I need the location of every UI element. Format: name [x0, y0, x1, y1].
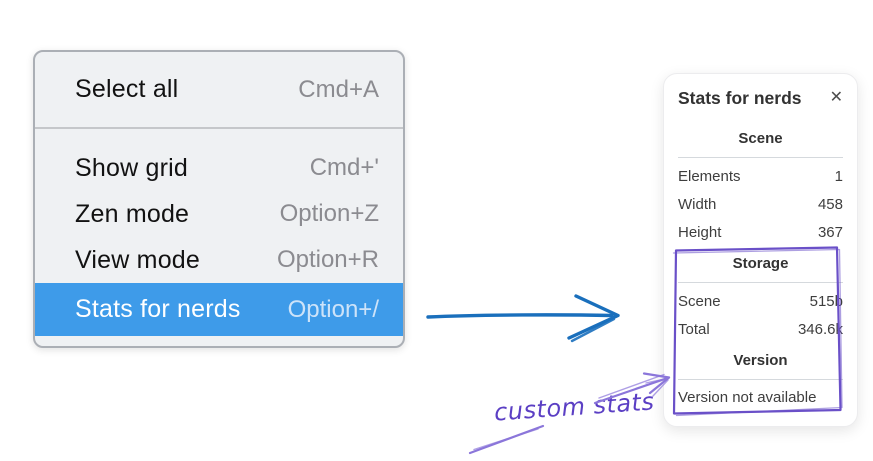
menu-item-shortcut: Option+R — [276, 246, 379, 273]
menu-item-shortcut: Cmd+A — [298, 75, 379, 103]
stat-value: 346.6k — [797, 320, 843, 338]
stats-panel-header: Stats for nerds ✕ — [678, 86, 843, 110]
stat-label: Scene — [678, 292, 721, 310]
section-heading-version: Version — [733, 352, 788, 369]
menu-item-label: View mode — [75, 245, 201, 274]
section-divider — [678, 379, 843, 380]
version-note: Version not available — [678, 389, 817, 406]
stat-value: 1 — [834, 167, 843, 185]
section-divider — [678, 157, 843, 158]
stat-label: Width — [678, 195, 717, 213]
menu-item-view-mode[interactable]: View mode Option+R — [35, 237, 403, 283]
menu-group-view: Show grid Cmd+' Zen mode Option+Z View m… — [35, 129, 403, 336]
menu-item-stats-for-nerds[interactable]: Stats for nerds Option+/ — [35, 283, 403, 336]
pointer-arrow — [426, 294, 620, 343]
menu-item-label: Select all — [75, 75, 179, 103]
scene-rows: Elements 1 Width 458 Height 367 — [678, 162, 843, 246]
menu-item-shortcut: Cmd+' — [309, 154, 379, 181]
stat-row-elements: Elements 1 — [678, 162, 843, 190]
menu-item-show-grid[interactable]: Show grid Cmd+' — [35, 145, 403, 191]
annotation-text: custom stats — [493, 387, 656, 427]
stat-row-width: Width 458 — [678, 190, 843, 218]
menu-item-label: Show grid — [75, 153, 188, 182]
section-heading-storage: Storage — [732, 255, 789, 272]
stat-value: 515b — [809, 292, 843, 310]
section-heading-scene: Scene — [738, 130, 783, 147]
menu-divider — [35, 127, 403, 129]
menu-item-select-all[interactable]: Select all Cmd+A — [35, 52, 403, 127]
menu-item-label: Zen mode — [75, 199, 190, 228]
stat-label: Total — [678, 320, 710, 338]
menu-item-label: Stats for nerds — [75, 295, 241, 323]
close-icon[interactable]: ✕ — [829, 89, 843, 106]
stat-row-height: Height 367 — [678, 218, 843, 246]
menu-item-shortcut: Option+/ — [287, 295, 379, 323]
stat-value: 367 — [817, 223, 843, 241]
menu-item-shortcut: Option+Z — [279, 200, 379, 227]
stat-row-total-size: Total 346.6k — [678, 315, 843, 343]
stat-label: Elements — [678, 167, 741, 185]
context-menu: Select all Cmd+A Show grid Cmd+' Zen mod… — [33, 50, 405, 348]
storage-rows: Scene 515b Total 346.6k — [678, 287, 843, 343]
stats-panel: Stats for nerds ✕ Scene Elements 1 Width… — [663, 73, 858, 427]
stats-panel-title: Stats for nerds — [678, 87, 802, 108]
menu-item-zen-mode[interactable]: Zen mode Option+Z — [35, 191, 403, 237]
section-divider — [678, 282, 843, 283]
stat-value: 458 — [817, 195, 843, 213]
stat-row-scene-size: Scene 515b — [678, 287, 843, 315]
stat-label: Height — [678, 223, 722, 241]
